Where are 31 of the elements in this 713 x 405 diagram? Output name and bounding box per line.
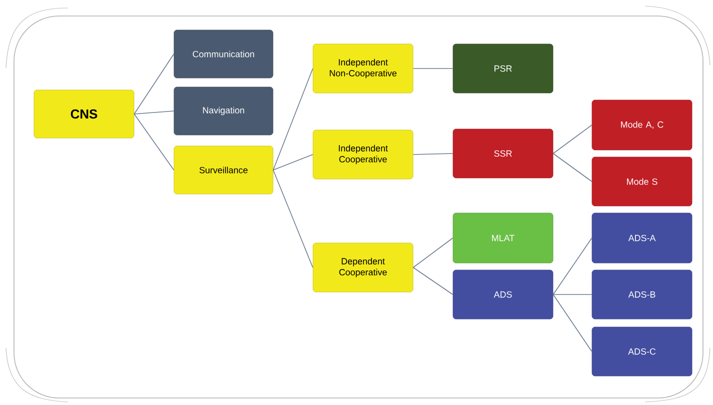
- category-box: MLAT: [452, 212, 554, 264]
- category-box: Navigation: [174, 86, 274, 136]
- connector-line: [552, 124, 592, 154]
- connector-line: [134, 110, 174, 114]
- category-box: Dependent Cooperative: [312, 242, 414, 292]
- connector-line: [412, 238, 454, 268]
- connector-line: [272, 68, 314, 170]
- category-box: Independent Cooperative: [312, 130, 414, 180]
- category-box: ADS: [452, 270, 554, 320]
- connector-line: [134, 114, 174, 170]
- category-box: ADS-C: [592, 326, 692, 376]
- category-box: ADS-A: [592, 212, 692, 264]
- category-box: PSR: [452, 44, 554, 94]
- connector-line: [552, 294, 592, 295]
- connector-line: [134, 54, 174, 114]
- connector-line: [272, 154, 314, 170]
- category-box: Mode S: [592, 156, 692, 206]
- category-box: CNS: [34, 90, 134, 138]
- connector-line: [412, 267, 454, 295]
- connector-line: [412, 153, 454, 155]
- connector-line: [552, 294, 592, 352]
- category-box: ADS-B: [592, 270, 692, 320]
- category-box: Independent Non-Cooperative: [312, 44, 414, 94]
- connector-line: [412, 68, 454, 69]
- category-box: Surveillance: [174, 146, 274, 194]
- category-box: Mode A, C: [592, 100, 692, 150]
- connector-line: [272, 170, 314, 268]
- connector-line: [552, 238, 592, 295]
- category-box: SSR: [452, 128, 554, 178]
- category-box: Communication: [174, 30, 274, 78]
- connector-line: [552, 153, 592, 182]
